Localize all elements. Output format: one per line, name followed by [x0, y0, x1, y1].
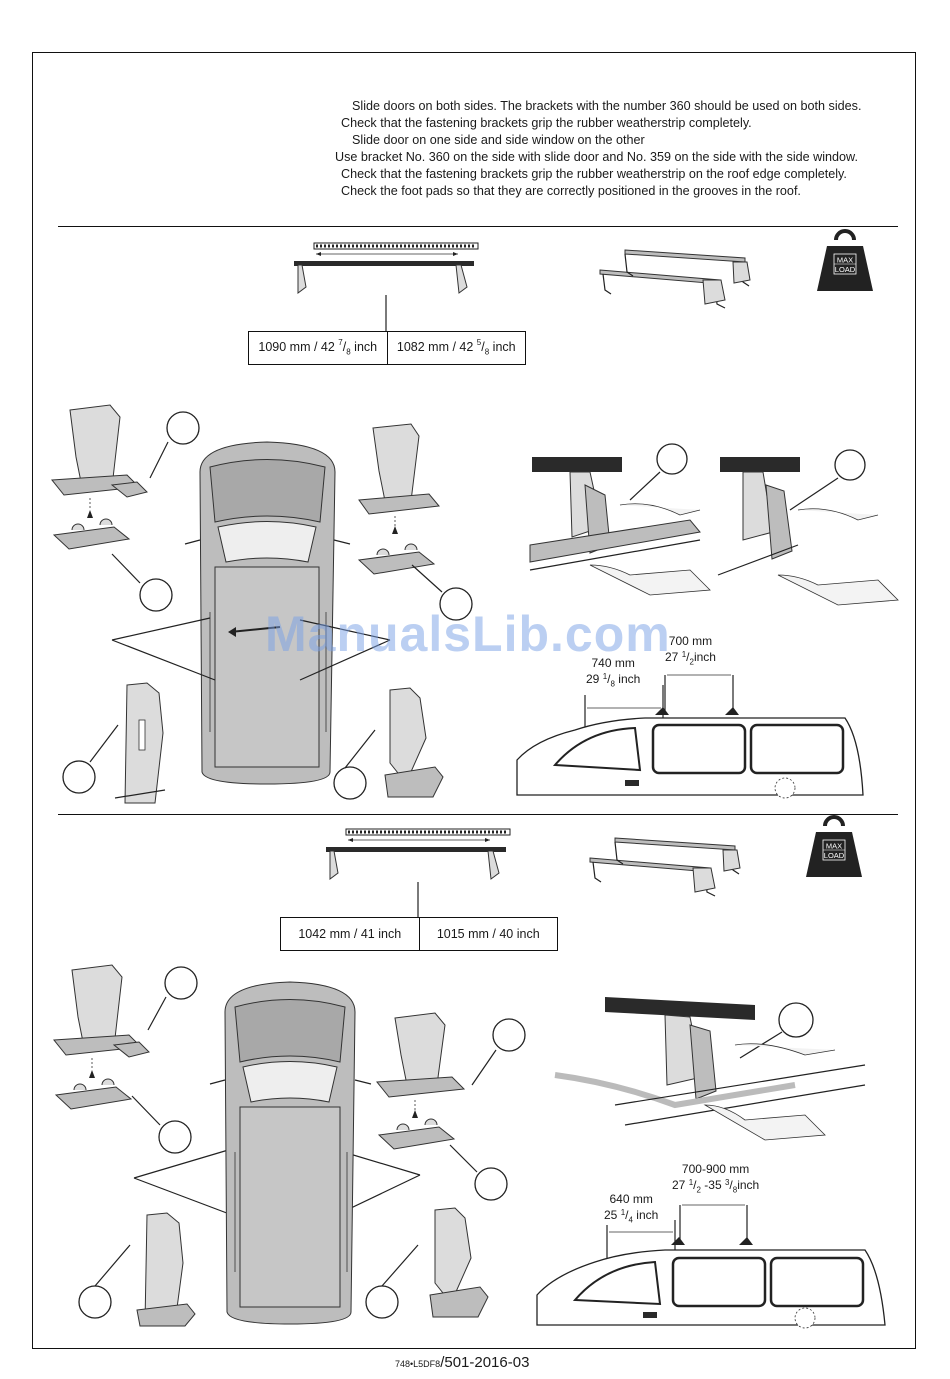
fastening-detail-illustration — [529, 457, 711, 596]
callout-circle — [474, 1167, 508, 1201]
dimension-right: 1015 mm / 40 inch — [436, 927, 540, 941]
bracket-359-illustration — [114, 682, 166, 804]
watermark-text: ManualsLib.com — [265, 606, 671, 662]
instruction-line: Use bracket No. 360 on the side with sli… — [335, 150, 858, 164]
dimension-right: 1082 mm / 42 5/8 inch — [396, 337, 516, 357]
bar-diagram — [294, 242, 479, 294]
section-divider — [58, 226, 898, 227]
bracket-360-illustration — [429, 1207, 489, 1318]
instructions: Slide doors on both sides. The brackets … — [300, 98, 915, 200]
bracket-360-illustration — [384, 687, 444, 798]
callout-circle — [164, 966, 198, 1000]
max-label: MAX — [837, 256, 853, 265]
load-label: LOAD — [835, 265, 856, 274]
callout-circle — [439, 587, 473, 621]
section-divider — [58, 814, 898, 815]
callout-circle — [78, 1285, 112, 1319]
foot-assembly-illustration — [51, 404, 148, 550]
foot-assembly-illustration — [53, 964, 150, 1110]
callout-circle — [158, 1120, 192, 1154]
dimension-box: 1042 mm / 41 inch 1015 mm / 40 inch — [280, 917, 558, 951]
max-label: MAX — [826, 842, 842, 851]
dimension-box: 1090 mm / 42 7/8 inch 1082 mm / 42 5/8 i… — [248, 331, 526, 365]
instruction-line: Slide doors on both sides. The brackets … — [352, 99, 862, 113]
max-load-weight-icon: MAX LOAD — [806, 815, 862, 877]
dimension-left: 1090 mm / 42 7/8 inch — [258, 337, 378, 357]
instruction-line: Check the foot pads so that they are cor… — [341, 184, 801, 198]
roof-rack-illustration — [589, 837, 741, 897]
bracket-359-illustration — [136, 1212, 196, 1327]
foot-assembly-illustration — [357, 423, 440, 575]
car-side-view — [516, 674, 864, 799]
instruction-line: Check that the fastening brackets grip t… — [341, 116, 752, 130]
max-load-weight-icon: MAX LOAD — [817, 229, 873, 291]
car-top-view — [209, 981, 372, 1325]
page-frame — [32, 52, 916, 1349]
bar-diagram — [326, 828, 511, 880]
callout-circle — [492, 1018, 526, 1052]
car-top-view — [184, 441, 351, 785]
front-measurement: 640 mm 25 1/4 inch — [604, 1192, 659, 1225]
callout-circle — [834, 449, 866, 481]
instruction-line: Slide door on one side and side window o… — [352, 133, 645, 147]
instruction-line: Check that the fastening brackets grip t… — [341, 167, 847, 181]
callout-circle — [166, 411, 200, 445]
callout-circle — [778, 1002, 814, 1038]
callout-circle — [333, 766, 367, 800]
bar-spacing-measurement: 700 mm 27 1/2inch — [665, 634, 716, 667]
dimension-left: 1042 mm / 41 inch — [298, 927, 402, 941]
callout-circle — [656, 443, 688, 475]
front-measurement: 740 mm 29 1/8 inch — [586, 656, 641, 689]
fastening-detail-illustration — [717, 457, 899, 606]
document-code: 748•L5DF8/501-2016-03 — [395, 1354, 530, 1371]
callout-circle — [62, 760, 96, 794]
roof-rack-illustration — [599, 249, 751, 309]
foot-assembly-illustration — [376, 1012, 466, 1150]
car-side-view — [536, 1204, 886, 1329]
callout-circle — [139, 578, 173, 612]
fastening-detail-illustration — [554, 997, 866, 1141]
bar-spacing-measurement: 700-900 mm 27 1/2 -35 3/8inch — [672, 1162, 760, 1195]
load-label: LOAD — [824, 851, 845, 860]
